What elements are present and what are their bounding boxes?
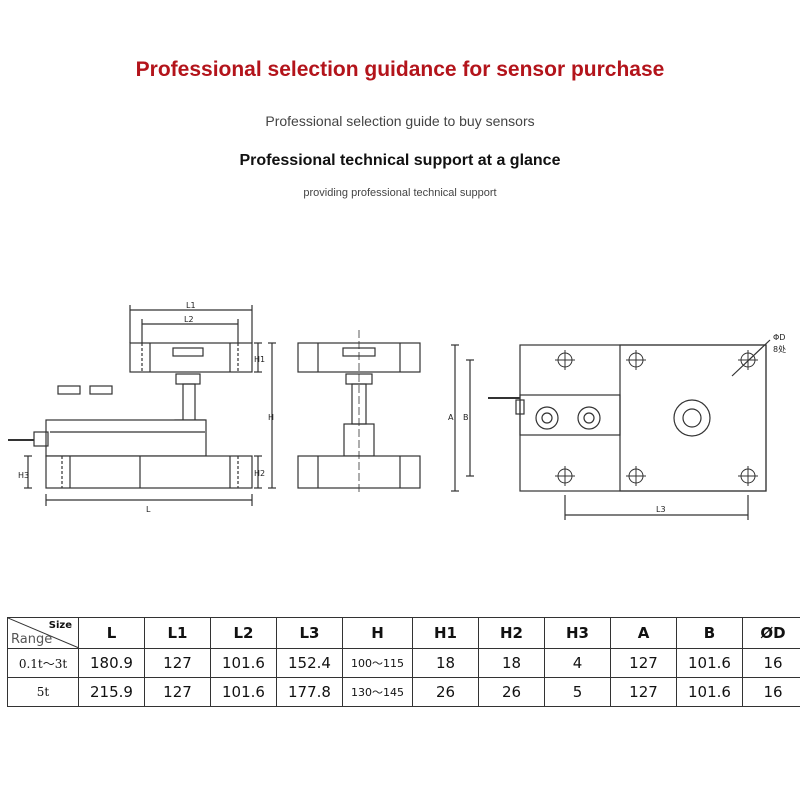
table-cell: 127 <box>610 677 677 707</box>
page-title: Professional selection guidance for sens… <box>135 58 665 81</box>
table-cell: 101.6 <box>676 677 743 707</box>
table-cell: 177.8 <box>276 677 343 707</box>
dim-label-h1: H1 <box>254 355 265 364</box>
column-header: L3 <box>276 617 343 649</box>
table-cell: 18 <box>478 648 545 678</box>
dim-label-od: ΦD <box>773 333 785 342</box>
front-view <box>297 330 421 495</box>
tagline-subtext: providing professional technical support <box>303 187 497 199</box>
dim-label-b: B <box>463 413 469 422</box>
table-cell: 100～115 <box>342 648 413 678</box>
table-cell: 180.9 <box>78 648 145 678</box>
dim-label-h2: H2 <box>254 469 265 478</box>
table-cell: 127 <box>144 648 211 678</box>
table-cell: 5 <box>544 677 611 707</box>
row-range-label: 5t <box>7 677 79 707</box>
column-header: A <box>610 617 677 649</box>
table-cell: 4 <box>544 648 611 678</box>
row-range-label: 0.1t～3t <box>7 648 79 678</box>
column-header: H1 <box>412 617 479 649</box>
table-cell: 101.6 <box>676 648 743 678</box>
table-cell: 101.6 <box>210 677 277 707</box>
tagline: Professional technical support at a glan… <box>239 152 561 169</box>
dim-label-l: L <box>146 505 151 514</box>
table-cell: 215.9 <box>78 677 145 707</box>
dim-label-h: H <box>268 413 274 422</box>
column-header: H3 <box>544 617 611 649</box>
table-header-row: Size Range L L1 L2 L3 H H1 H2 H3 A B ØD <box>7 617 800 649</box>
technical-drawing: L1 L2 H1 H H2 L H3 <box>8 301 786 520</box>
table-cell: 16 <box>742 648 800 678</box>
column-header: H <box>342 617 413 649</box>
table-cell: 101.6 <box>210 648 277 678</box>
dim-label-l2: L2 <box>184 315 194 324</box>
column-header: B <box>676 617 743 649</box>
column-header: L2 <box>210 617 277 649</box>
corner-range-label: Range <box>11 632 53 647</box>
top-view: A B L3 ΦD 8处 <box>448 333 786 520</box>
column-header: H2 <box>478 617 545 649</box>
table-cell: 26 <box>478 677 545 707</box>
dim-label-l1: L1 <box>186 301 196 310</box>
table-cell: 16 <box>742 677 800 707</box>
dim-label-holes: 8处 <box>773 344 786 354</box>
side-view: L1 L2 H1 H H2 L H3 <box>8 301 276 514</box>
column-header: L <box>78 617 145 649</box>
column-header: L1 <box>144 617 211 649</box>
table-row: 0.1t～3t 180.9 127 101.6 152.4 100～115 18… <box>7 648 800 678</box>
table-cell: 127 <box>144 677 211 707</box>
dim-label-l3: L3 <box>656 505 666 514</box>
page-subtitle: Professional selection guide to buy sens… <box>265 113 535 129</box>
table-cell: 130～145 <box>342 677 413 707</box>
table-cell: 26 <box>412 677 479 707</box>
table-row: 5t 215.9 127 101.6 177.8 130～145 26 26 5… <box>7 677 800 707</box>
table-corner-cell: Size Range <box>7 617 79 649</box>
table-cell: 18 <box>412 648 479 678</box>
corner-size-label: Size <box>48 620 72 631</box>
column-header: ØD <box>742 617 800 649</box>
spec-table: Size Range L L1 L2 L3 H H1 H2 H3 A B ØD … <box>7 617 800 707</box>
dim-label-h3: H3 <box>18 471 29 480</box>
table-cell: 152.4 <box>276 648 343 678</box>
table-cell: 127 <box>610 648 677 678</box>
dim-label-a: A <box>448 413 454 422</box>
